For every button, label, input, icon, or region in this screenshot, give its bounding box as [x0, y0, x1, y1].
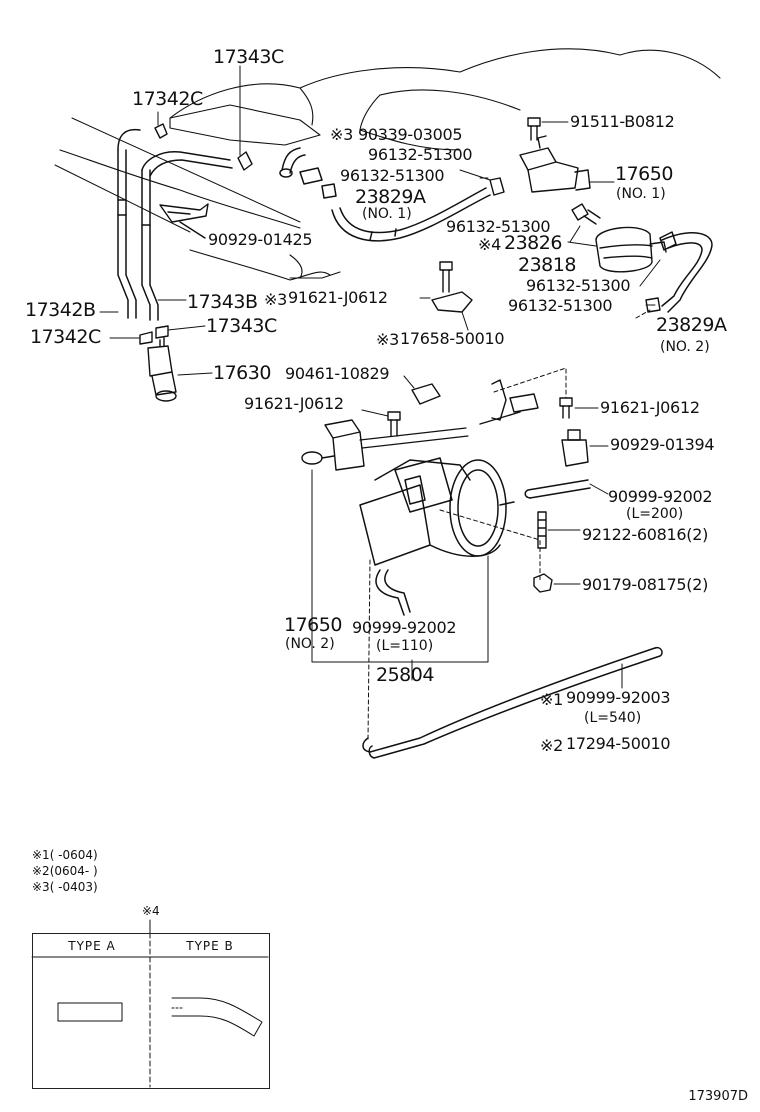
- hose-clamp: [489, 177, 505, 196]
- label-96132-51300-e: 96132-51300: [508, 296, 613, 315]
- label-90999-92003: 90999-92003: [566, 688, 671, 707]
- label-96132-51300-a: 96132-51300: [368, 145, 473, 164]
- label-90999-92003-sub: (L=540): [584, 710, 642, 726]
- label-17650-no1: 17650: [615, 163, 673, 185]
- label-17630: 17630: [213, 362, 271, 384]
- label-90999-92002-a: 90999-92002: [608, 487, 713, 506]
- label-17342C-bot: 17342C: [30, 326, 101, 348]
- ref-line-upper: [71, 117, 301, 223]
- clip-17343C-top: [237, 151, 253, 171]
- hose-23829A-no1: [331, 187, 491, 242]
- label-17650-no2-sub: (NO. 2): [285, 636, 335, 652]
- vsv-17650-no2: [301, 419, 469, 471]
- label-17342C-top: 17342C: [132, 88, 203, 110]
- bolt-91621-a: [439, 261, 453, 293]
- type-table-lines: [31, 919, 269, 1088]
- diagram-code: 173907D: [688, 1089, 748, 1104]
- mark-90339: ※3: [330, 125, 353, 144]
- label-90929-01394: 90929-01394: [610, 435, 715, 454]
- clip-90461: [403, 375, 441, 405]
- mark-91621-a: ※3: [264, 290, 287, 309]
- hose-90999-92003: [362, 646, 663, 759]
- nut-90179: [533, 573, 581, 593]
- mark-17658: ※3: [376, 330, 399, 349]
- label-96132-51300-c: 96132-51300: [446, 217, 551, 236]
- label-90461-10829: 90461-10829: [285, 364, 390, 383]
- note-1: ※1( -0604): [32, 848, 98, 862]
- label-23829A-no2: 23829A: [656, 314, 727, 336]
- label-90929-01425: 90929-01425: [208, 230, 313, 249]
- clip-17342C-bot: [139, 331, 153, 345]
- label-23829A-no2-sub: (NO. 2): [660, 339, 710, 355]
- label-17343B: 17343B: [187, 291, 258, 313]
- label-17650-no1-sub: (NO. 1): [616, 186, 666, 202]
- type-a-header: TYPE A: [68, 939, 116, 953]
- mark-17294: ※2: [540, 736, 563, 755]
- sensor-90929-01394: [561, 429, 609, 467]
- hose-90999-92002-a: [524, 479, 609, 499]
- label-90339-03005: 90339-03005: [358, 125, 463, 144]
- hose-17343B: [141, 151, 233, 321]
- engine-outline: [59, 48, 721, 281]
- label-23829A-no1-sub: (NO. 1): [362, 206, 412, 222]
- hose-23829A-no2: [659, 231, 713, 313]
- label-90999-92002-b-sub: (L=110): [376, 638, 434, 654]
- hose-clamp: [645, 297, 661, 313]
- type-b-header: TYPE B: [186, 939, 234, 953]
- clip-17342C-top: [154, 123, 168, 139]
- label-17650-no2: 17650: [284, 614, 342, 636]
- label-91621-J0612-c: 91621-J0612: [600, 398, 700, 417]
- label-23818: 23818: [518, 254, 576, 276]
- label-23829A-no1: 23829A: [355, 186, 426, 208]
- ref-line-lower: [54, 164, 191, 233]
- bolt-91621-c: [559, 397, 573, 419]
- ref-dashed: [439, 509, 541, 581]
- type-table: TYPE A TYPE B: [32, 933, 270, 1089]
- label-17342B: 17342B: [25, 299, 96, 321]
- hose-90339: [279, 147, 337, 199]
- note-2: ※2(0604- ): [32, 864, 98, 878]
- leader-lines: [99, 169, 661, 417]
- label-91621-J0612-a: 91621-J0612: [288, 288, 388, 307]
- group-bracket: [311, 469, 489, 663]
- pipe-small: [571, 203, 601, 225]
- stud-92122: [537, 511, 581, 549]
- label-17343C-top: 17343C: [213, 46, 284, 68]
- hose-17342B: [117, 128, 141, 319]
- clip-17343C-bot: [155, 325, 169, 339]
- label-17294-50010: 17294-50010: [566, 734, 671, 753]
- leader-dashed: [635, 309, 651, 319]
- label-96132-51300-d: 96132-51300: [526, 276, 631, 295]
- label-23826: 23826: [504, 232, 562, 254]
- mark-90999-92003: ※1: [540, 690, 563, 709]
- label-90999-92002-b: 90999-92002: [352, 618, 457, 637]
- ref-dashed: [493, 367, 567, 399]
- bracket-17658: [431, 291, 473, 331]
- hose-90999-92002-b: [375, 569, 411, 616]
- bolt-91511: [527, 117, 569, 141]
- bolt-91621-b: [387, 411, 401, 437]
- label-91621-J0612-b: 91621-J0612: [244, 394, 344, 413]
- label-25804: 25804: [376, 664, 434, 686]
- label-17658-50010: 17658-50010: [400, 329, 505, 348]
- ref-dashed: [367, 559, 371, 741]
- type-table-mark: ※4: [142, 904, 160, 918]
- note-3: ※3( -0403): [32, 880, 98, 894]
- label-92122-60816: 92122-60816(2): [582, 525, 709, 544]
- bracket-connector: [479, 379, 539, 425]
- mark-23826: ※4: [478, 235, 501, 254]
- label-96132-51300-b: 96132-51300: [340, 166, 445, 185]
- vsv-17650-no1: [519, 135, 615, 193]
- label-17343C-bot: 17343C: [206, 315, 277, 337]
- valve-17630: [147, 337, 177, 402]
- label-90999-92002-a-sub: (L=200): [626, 506, 684, 522]
- filter-23818: [595, 226, 667, 273]
- canister-25804: [359, 457, 515, 566]
- bracket-90929-01425: [159, 203, 209, 239]
- label-90179-08175: 90179-08175(2): [582, 575, 709, 594]
- label-91511-B0812: 91511-B0812: [570, 112, 675, 131]
